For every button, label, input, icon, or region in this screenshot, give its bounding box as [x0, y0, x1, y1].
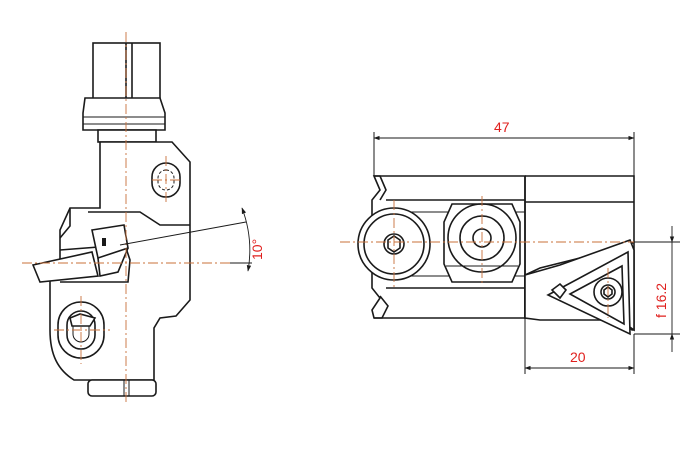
- insert-pin: [102, 238, 106, 246]
- cutting-insert: [31, 251, 99, 283]
- diameter-label: f 16.2: [653, 283, 669, 318]
- insert-offset-label: 20: [570, 349, 586, 365]
- angle-label: 10°: [249, 239, 265, 260]
- base-foot: [87, 379, 157, 397]
- top-view: 47 20 f 16.2: [340, 119, 680, 374]
- overall-length-label: 47: [494, 119, 510, 135]
- hex-nut: [443, 203, 521, 283]
- side-view: 10°: [22, 32, 265, 405]
